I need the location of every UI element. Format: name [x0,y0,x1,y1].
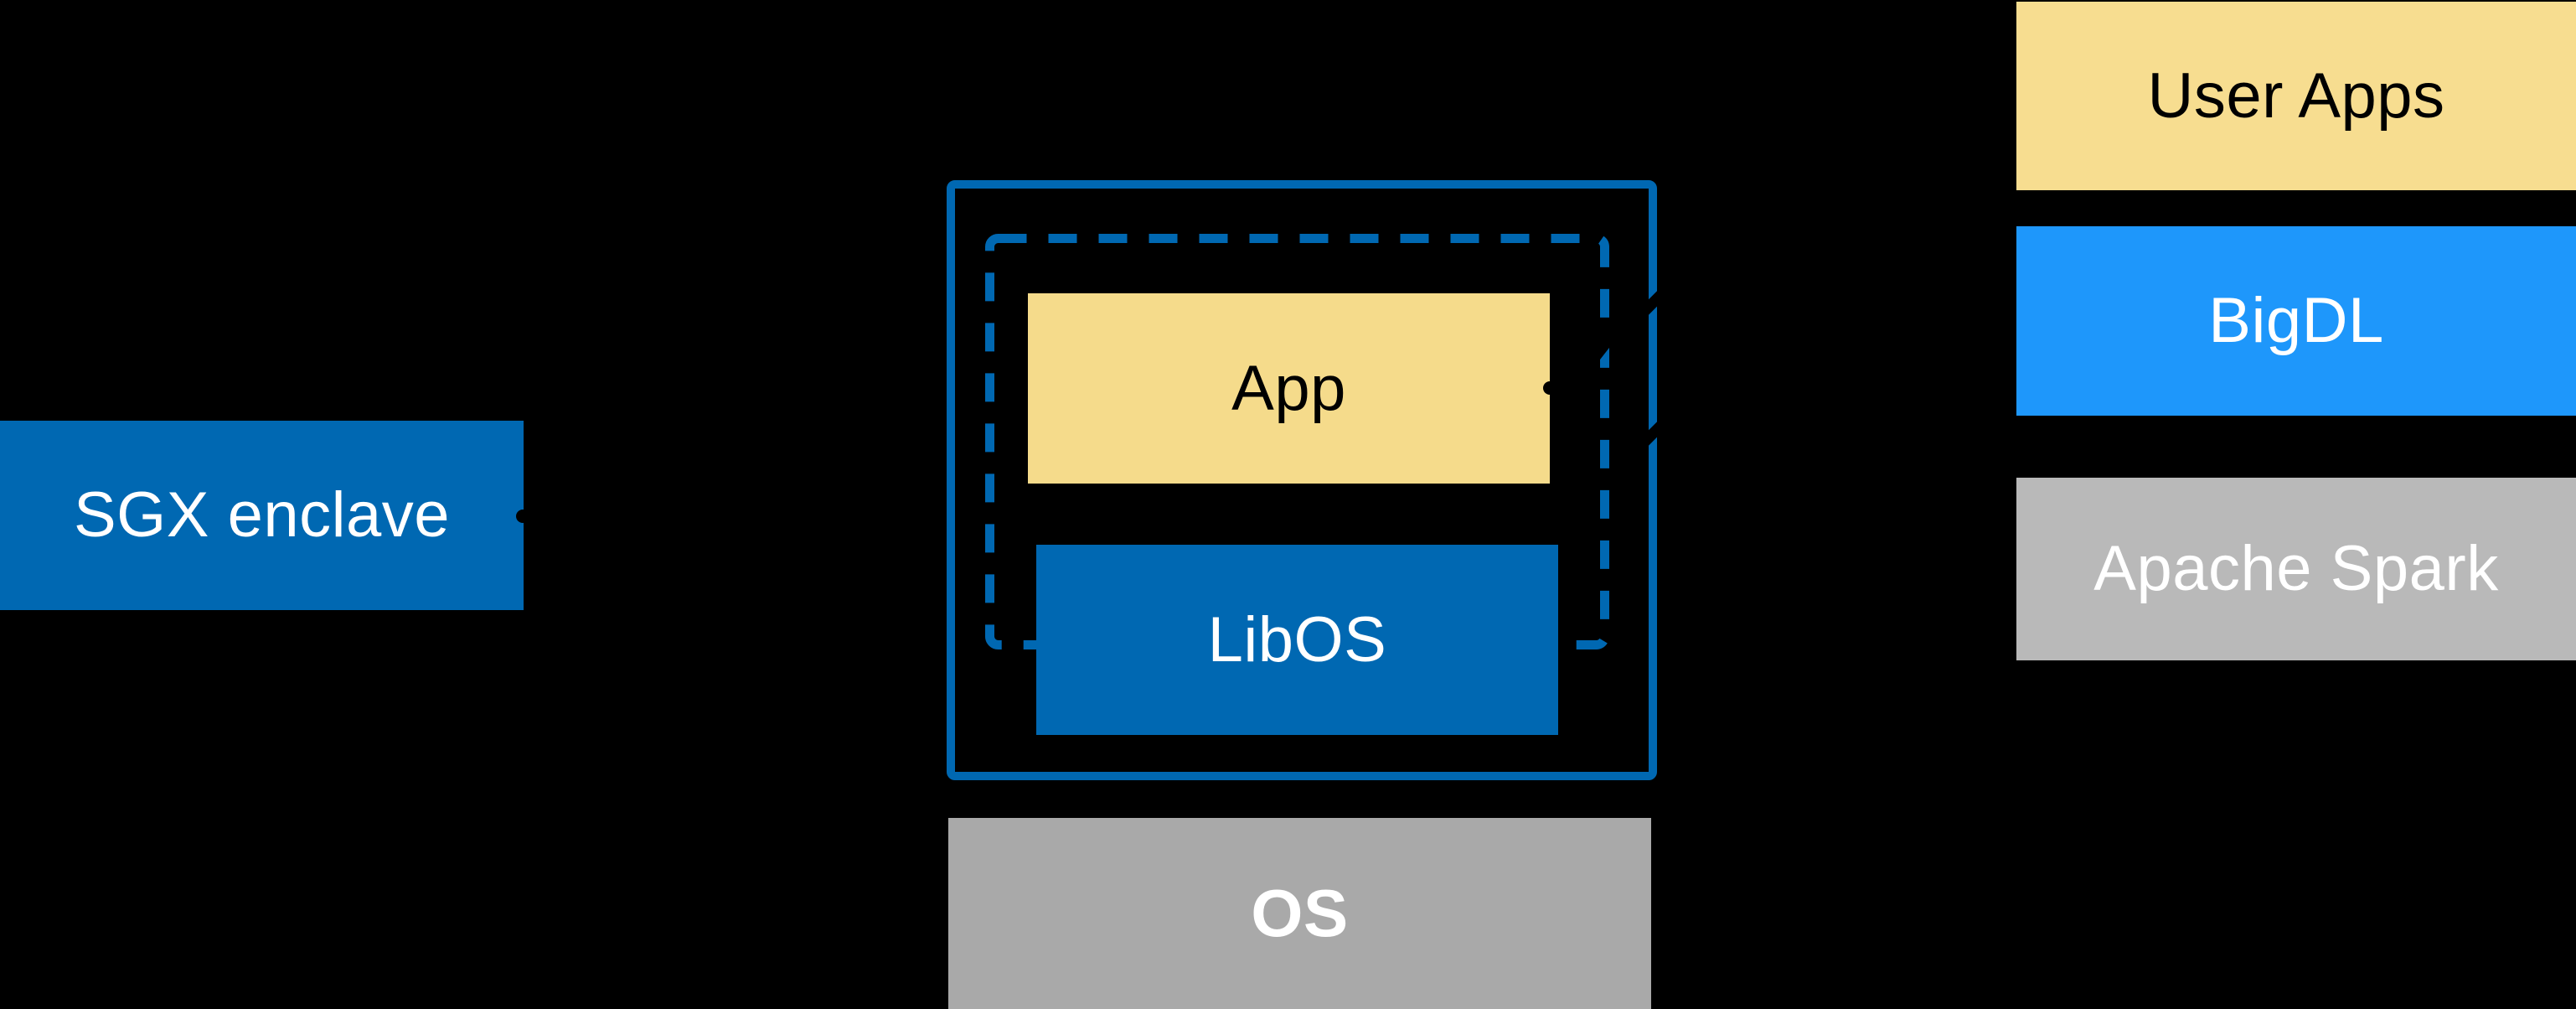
sgx-enclave-label: SGX enclave [73,479,451,551]
app-label: App [1231,352,1346,424]
apache-spark-node: Apache Spark [2016,478,2576,660]
bigdl-node: BigDL [2016,226,2576,416]
os-label: OS [1251,876,1349,950]
user-apps-node: User Apps [2016,2,2576,190]
os-node: OS [948,818,1651,1009]
app-node: App [1028,293,1550,484]
connector-dot-sgx [516,510,529,523]
user-apps-label: User Apps [2147,60,2445,132]
libos-node: LibOS [1036,545,1558,735]
libos-label: LibOS [1207,603,1387,675]
connector-arrowhead-app [1543,381,1556,395]
bigdl-label: BigDL [2208,285,2384,356]
host-process-container [947,180,1657,780]
apache-spark-label: Apache Spark [2093,533,2499,604]
sgx-enclave-node: SGX enclave [0,421,524,610]
